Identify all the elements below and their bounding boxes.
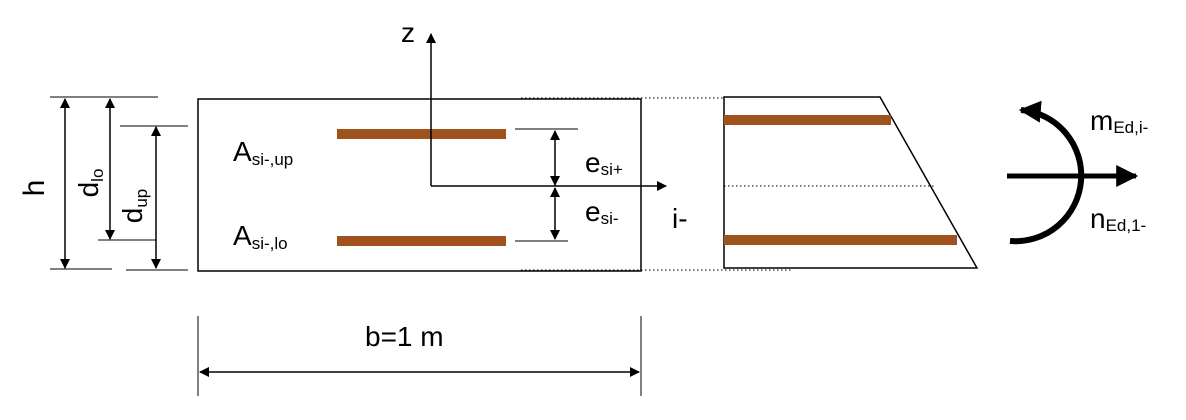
moment-arc-arrow (1009, 100, 1085, 245)
d-lo-label: dlo (73, 169, 107, 198)
section-rectangle (197, 98, 642, 272)
e-minus-label: esi- (585, 196, 619, 228)
rebar-upper (337, 129, 506, 139)
strain-diagram (723, 96, 979, 269)
z-axis-label: z (401, 17, 415, 48)
n-ed-label-main: n (1090, 203, 1106, 234)
n-ed-label-sub: Ed,1- (1106, 216, 1147, 235)
m-ed-label-sub: Ed,i- (1113, 118, 1148, 137)
axis-i-label: i- (672, 203, 688, 234)
e-plus-label-main: e (585, 147, 601, 178)
d-up-label-main: d (117, 208, 148, 224)
as-lo-label: Asi-,lo (233, 220, 288, 253)
as-lo-label-main: A (233, 220, 252, 251)
e-minus-label-main: e (585, 196, 601, 227)
as-lo-label-sub: si-,lo (252, 234, 288, 253)
d-lo-label-main: d (73, 182, 104, 198)
d-lo-label-sub: lo (88, 169, 107, 182)
as-up-label-main: A (233, 136, 252, 167)
strain-rebar-lower (724, 235, 957, 245)
m-ed-label-main: m (1090, 105, 1113, 136)
as-up-label-sub: si-,up (252, 150, 294, 169)
n-ed-label: nEd,1- (1090, 203, 1146, 235)
d-up-label: dup (117, 189, 151, 224)
as-up-label: Asi-,up (233, 136, 293, 169)
rebar-lower (337, 236, 506, 246)
e-plus-label-sub: si+ (601, 160, 623, 179)
h-label: h (18, 180, 51, 197)
strain-rebar-upper (724, 115, 891, 125)
e-plus-label: esi+ (585, 147, 623, 179)
e-minus-label-sub: si- (601, 209, 619, 228)
m-ed-label: mEd,i- (1090, 105, 1148, 137)
d-up-label-sub: up (132, 189, 151, 208)
b-label: b=1 m (365, 321, 444, 352)
